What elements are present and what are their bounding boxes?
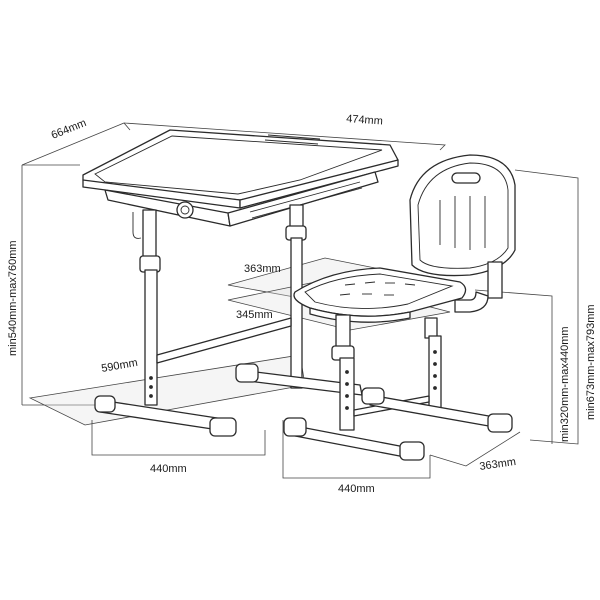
dim-chair-height-line	[514, 169, 579, 445]
dim-desk-depth-line	[123, 122, 446, 151]
chair-column-hole	[345, 382, 349, 386]
chair-column-hole	[345, 394, 349, 398]
desk-top-right	[239, 159, 399, 209]
label-seat-height: min320mm-max440mm	[559, 326, 571, 442]
label-chair-height: min673mm-max793mm	[585, 304, 597, 420]
desk-foot-left-cap-front	[209, 417, 237, 437]
chair-backrest	[409, 154, 516, 277]
chair-column-hole	[433, 374, 437, 378]
label-seat-width: 345mm	[236, 309, 273, 321]
desk-foot-left-cap-back	[94, 395, 116, 413]
dim-desk-base-line	[91, 420, 266, 456]
desk-leg-hole	[149, 394, 153, 398]
desk-bag-hook	[132, 212, 142, 239]
chair-backrest-inner	[417, 162, 509, 269]
chair-column-back-lower	[428, 335, 442, 412]
chair-column-front-upper	[335, 314, 351, 351]
desk-leg-right-lower	[290, 237, 303, 389]
chair-backrest-post	[487, 261, 503, 299]
chair-column-hole	[345, 370, 349, 374]
chair-foot-front-cap-right	[399, 441, 425, 461]
chair-foot-back-cap-right	[487, 413, 513, 433]
desk-tilt-knob	[176, 201, 194, 219]
dim-chair-base-line	[282, 420, 431, 479]
label-seat-depth: 363mm	[244, 263, 281, 275]
chair	[283, 154, 516, 461]
chair-column-hole	[433, 350, 437, 354]
chair-backrest-handle	[451, 172, 481, 184]
label-desk-leg-span: 590mm	[100, 357, 138, 375]
desk-leg-hole	[149, 376, 153, 380]
chair-foot-back-cap-left	[361, 387, 385, 405]
chair-column-front-lower	[339, 357, 355, 431]
dim-chair-base-depth-line	[429, 431, 521, 467]
desk	[82, 129, 399, 437]
chair-column-hole	[433, 362, 437, 366]
desk-top-inner	[94, 135, 383, 195]
desk-pencil-slot	[267, 134, 321, 140]
chair-column-back-upper	[424, 317, 438, 339]
desk-crossbar	[156, 317, 292, 364]
chair-column-hole	[345, 406, 349, 410]
desk-leg-left-upper	[142, 209, 157, 261]
desk-pencil-slot-2	[264, 139, 319, 145]
label-desk-base-width: 440mm	[150, 463, 187, 475]
label-desk-height: min540mm-max760mm	[7, 240, 19, 356]
chair-foot-front-cap-left	[283, 417, 307, 437]
label-chair-base-width: 440mm	[338, 483, 375, 495]
label-chair-base-depth: 363mm	[479, 456, 517, 473]
chair-seat-inner	[304, 273, 454, 309]
chair-seat-holes	[339, 281, 416, 296]
desk-leg-left-lower	[144, 269, 158, 406]
desk-drawer-line-2	[251, 187, 363, 219]
desk-foot-right-cap-back	[235, 363, 259, 383]
label-desk-depth: 474mm	[346, 113, 383, 128]
desk-drawer-line	[249, 181, 361, 213]
desk-drawer-side	[227, 171, 379, 227]
label-desk-width: 664mm	[50, 117, 89, 142]
desk-leg-hole	[149, 385, 153, 389]
chair-column-hole	[433, 386, 437, 390]
desk-tilt-knob-inner	[180, 205, 190, 215]
